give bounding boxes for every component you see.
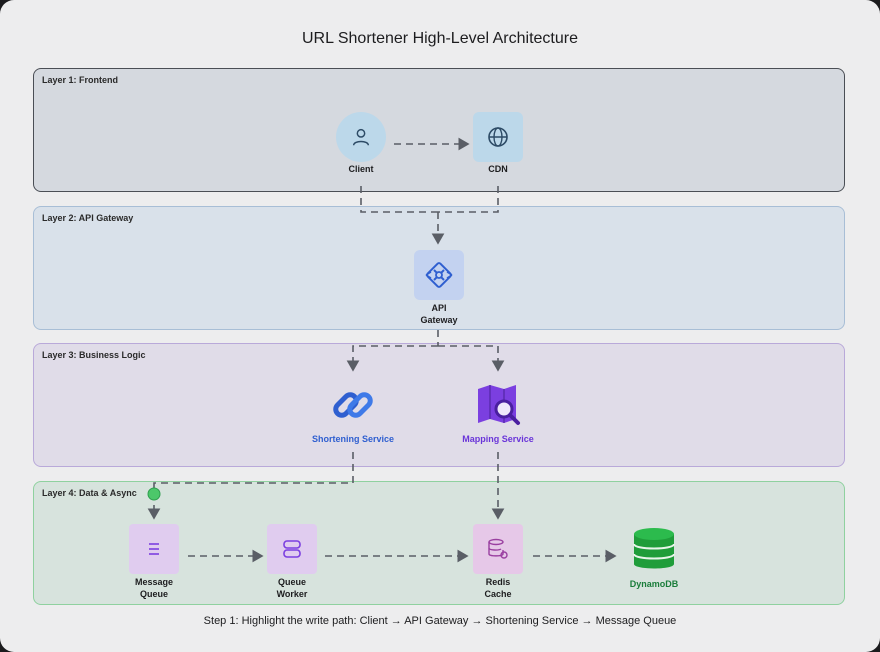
client-label: Client [348, 164, 374, 174]
client-node[interactable] [336, 112, 386, 162]
edge-client-down [360, 186, 438, 213]
shortening-service-node[interactable] [328, 380, 378, 430]
diagram-title: URL Shortener High-Level Architecture [302, 30, 578, 47]
cdn-label: CDN [488, 164, 508, 174]
link-icon [333, 392, 373, 418]
dynamodb-node[interactable] [629, 524, 679, 574]
message-queue-node[interactable] [129, 524, 179, 574]
edge-shortening-queue [147, 452, 354, 520]
user-icon [352, 128, 370, 146]
message-queue-label: Message Queue [134, 577, 174, 599]
layer-frontend-label: Layer 1: Frontend [42, 75, 119, 85]
queue-worker-label: Queue Worker [276, 577, 308, 599]
mapping-service-node[interactable] [473, 380, 523, 430]
globe-icon [488, 127, 508, 147]
shortening-service-label: Shortening Service [311, 434, 395, 444]
highlight-marker [147, 487, 161, 501]
worker-icon [283, 540, 301, 558]
cdn-node[interactable] [473, 112, 523, 162]
map-search-icon [478, 385, 520, 425]
mapping-service-label: Mapping Service [462, 434, 534, 444]
database-gear-icon [488, 538, 508, 559]
layer-frontend: Layer 1: Frontend [33, 68, 845, 192]
layer-business-logic: Layer 3: Business Logic [33, 343, 845, 467]
api-gateway-node[interactable] [414, 250, 464, 300]
step-caption: Step 1: Highlight the write path: Client… [203, 615, 677, 627]
dynamodb-label: DynamoDB [629, 579, 679, 589]
queue-icon [149, 543, 159, 555]
redis-cache-label: Redis Cache [484, 577, 512, 599]
layer-data-async-label: Layer 4: Data & Async [42, 488, 137, 498]
layer-api-gateway-label: Layer 2: API Gateway [42, 213, 134, 223]
edge-split-left [346, 345, 438, 372]
api-gateway-icon [425, 262, 453, 288]
layer-business-logic-label: Layer 3: Business Logic [42, 350, 146, 360]
database-icon [633, 528, 675, 569]
api-gateway-label: API Gateway [420, 303, 458, 325]
edge-split-right [438, 345, 505, 372]
edge-cdn-down [438, 186, 499, 213]
queue-worker-node[interactable] [267, 524, 317, 574]
redis-cache-node[interactable] [473, 524, 523, 574]
